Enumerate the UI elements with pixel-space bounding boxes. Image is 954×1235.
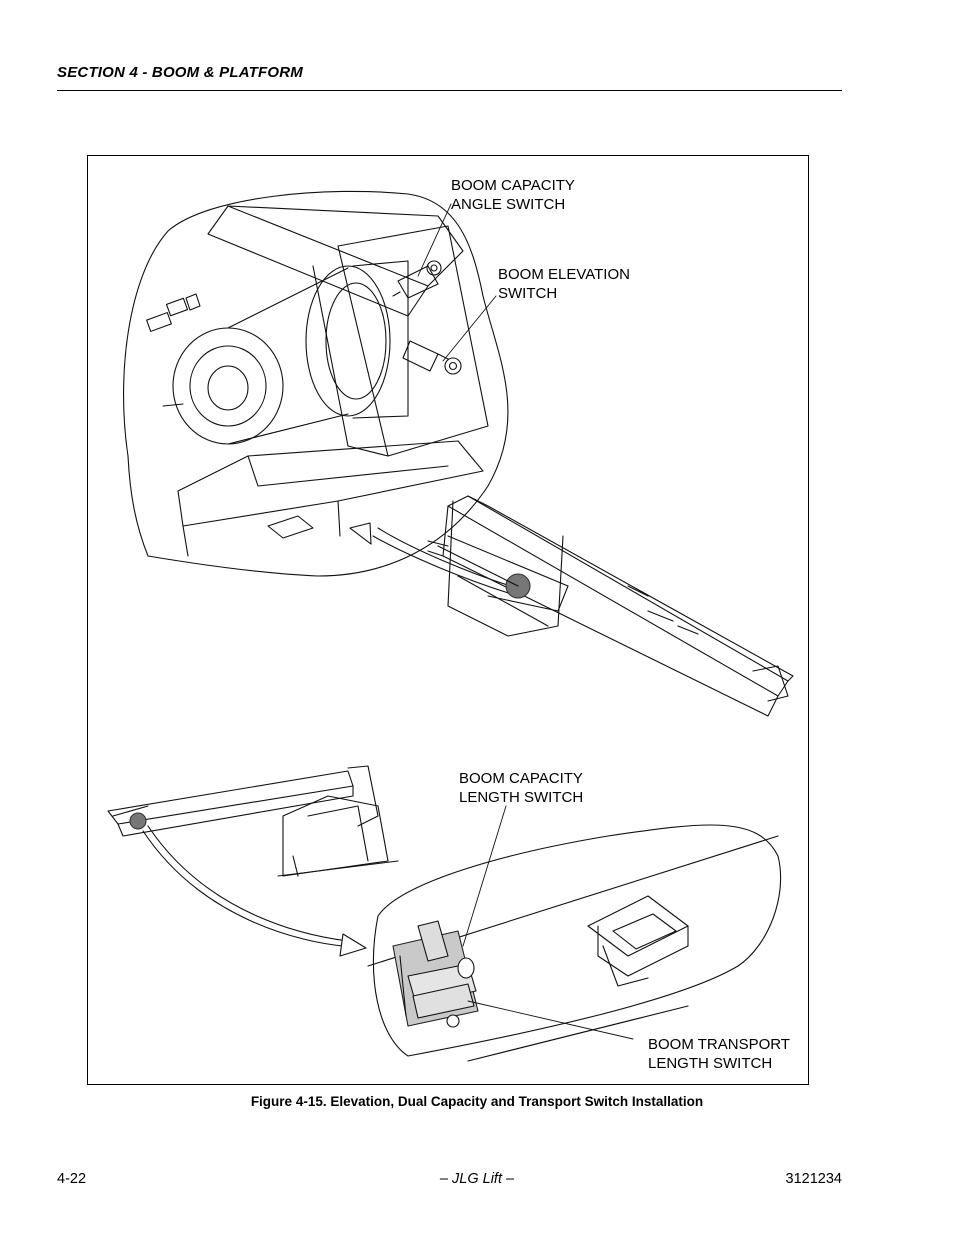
turntable-detail-drawing xyxy=(123,190,509,577)
footer-brand: – JLG Lift – xyxy=(439,1171,515,1187)
callout-boom-capacity-angle-switch: BOOM CAPACITY ANGLE SWITCH xyxy=(451,176,575,214)
detail-arrow-top xyxy=(349,522,521,597)
figure-illustration xyxy=(107,190,794,1062)
callout-line: SWITCH xyxy=(498,285,558,302)
angle-switch-component xyxy=(392,260,442,299)
boom-assembly-drawing xyxy=(427,495,794,717)
section-title: SECTION 4 - BOOM & PLATFORM xyxy=(57,64,303,81)
callout-line: LENGTH SWITCH xyxy=(648,1055,773,1072)
callout-line: BOOM ELEVATION xyxy=(498,266,630,283)
callout-boom-transport-length-switch: BOOM TRANSPORT LENGTH SWITCH xyxy=(648,1035,790,1073)
page-number: 4-22 xyxy=(57,1171,87,1187)
callout-line: ANGLE SWITCH xyxy=(451,196,566,213)
callout-line: BOOM CAPACITY xyxy=(451,177,575,194)
callout-line: BOOM CAPACITY xyxy=(459,770,583,787)
callout-boom-elevation-switch: BOOM ELEVATION SWITCH xyxy=(498,265,630,303)
callout-line: LENGTH SWITCH xyxy=(459,789,584,806)
figure-frame: BOOM CAPACITY ANGLE SWITCH BOOM ELEVATIO… xyxy=(87,155,809,1085)
boom-side-view-drawing xyxy=(107,765,399,957)
length-switch-detail-drawing xyxy=(367,805,782,1062)
document-number: 3121234 xyxy=(785,1171,842,1187)
callout-line: BOOM TRANSPORT xyxy=(648,1036,790,1053)
elevation-switch-component xyxy=(402,340,462,375)
figure-caption: Figure 4-15. Elevation, Dual Capacity an… xyxy=(250,1094,704,1109)
callout-boom-capacity-length-switch: BOOM CAPACITY LENGTH SWITCH xyxy=(459,769,583,807)
section-header: SECTION 4 - BOOM & PLATFORM xyxy=(57,64,842,91)
